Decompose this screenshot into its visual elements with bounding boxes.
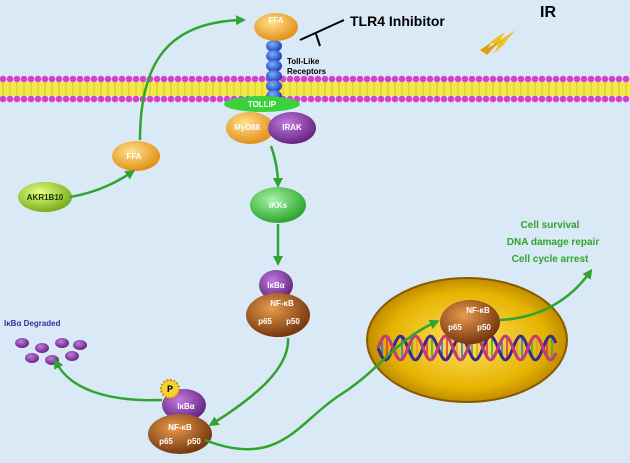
toll-like-label: Toll-Like — [287, 57, 320, 66]
tlr4-inhibitor-label: TLR4 Inhibitor — [350, 13, 445, 29]
arrow-akr1b10-to-ffa — [69, 169, 136, 199]
degraded-fragments — [15, 338, 87, 365]
tollip-node: TOLLIP — [224, 96, 300, 112]
phospho-complex: IκBα NF-κB p65 p50 — [148, 389, 212, 454]
p50-bottom-label: p50 — [187, 437, 201, 446]
lightning-icon — [480, 30, 516, 55]
dna-helix-icon — [376, 334, 558, 362]
nfkb-nucleus-complex: NF-κB p65 p50 — [440, 300, 500, 344]
ikba-phos-label: IκBα — [177, 402, 194, 411]
nfkb-label: NF-κB — [270, 299, 294, 308]
arrow-complex-to-phospho — [208, 337, 290, 427]
p65-nucleus-label: p65 — [448, 323, 462, 332]
ffa-mid-node: FFA — [112, 141, 160, 171]
pathway-arrows — [54, 15, 593, 451]
irak-node: IRAK — [268, 112, 316, 144]
akr1b10-node: AKR1B10 — [18, 182, 72, 212]
arrow-to-degraded — [54, 358, 163, 402]
nfkb-nucleus-label: NF-κB — [466, 306, 490, 315]
arrow-to-outcomes — [499, 268, 593, 322]
p50-nucleus-label: p50 — [477, 323, 491, 332]
inhibition-icon — [299, 19, 345, 47]
irak-label: IRAK — [282, 123, 302, 132]
ikba-degraded-label: IκBα Degraded — [4, 319, 61, 328]
ir-label: IR — [540, 4, 556, 21]
p50-label: p50 — [286, 317, 300, 326]
receptors-label: Receptors — [287, 67, 327, 76]
arrow-irak-to-ikks — [269, 145, 283, 188]
ffa-mid-label: FFA — [126, 152, 141, 161]
akr1b10-label: AKR1B10 — [27, 193, 64, 202]
ikks-label: IKKs — [269, 201, 288, 210]
arrow-ffa-to-ffa-top — [138, 15, 246, 141]
p65-bottom-label: p65 — [159, 437, 173, 446]
ikba-label: IκBα — [267, 281, 284, 290]
arrow-to-nucleus — [204, 319, 440, 451]
ffa-top-node: FFA — [254, 13, 298, 41]
toll-like-receptor — [266, 40, 282, 102]
ffa-top-label: FFA — [268, 16, 283, 25]
ikba-nfkb-complex: IκBα NF-κB p65 p50 — [246, 270, 310, 337]
outcome-dna-damage-repair: DNA damage repair — [507, 237, 600, 248]
outcome-cell-cycle-arrest: Cell cycle arrest — [512, 254, 589, 265]
nfkb-bottom-label: NF-κB — [168, 423, 192, 432]
ikks-node: IKKs — [250, 187, 306, 223]
p65-label: p65 — [258, 317, 272, 326]
myd88-node: MyD88 — [226, 112, 274, 144]
phosphate-icon: P — [160, 379, 180, 399]
outcome-cell-survival: Cell survival — [521, 220, 580, 231]
cell-membrane — [0, 75, 630, 103]
phosphate-label: P — [167, 384, 173, 394]
tollip-label: TOLLIP — [248, 100, 277, 109]
myd88-label: MyD88 — [234, 123, 260, 132]
